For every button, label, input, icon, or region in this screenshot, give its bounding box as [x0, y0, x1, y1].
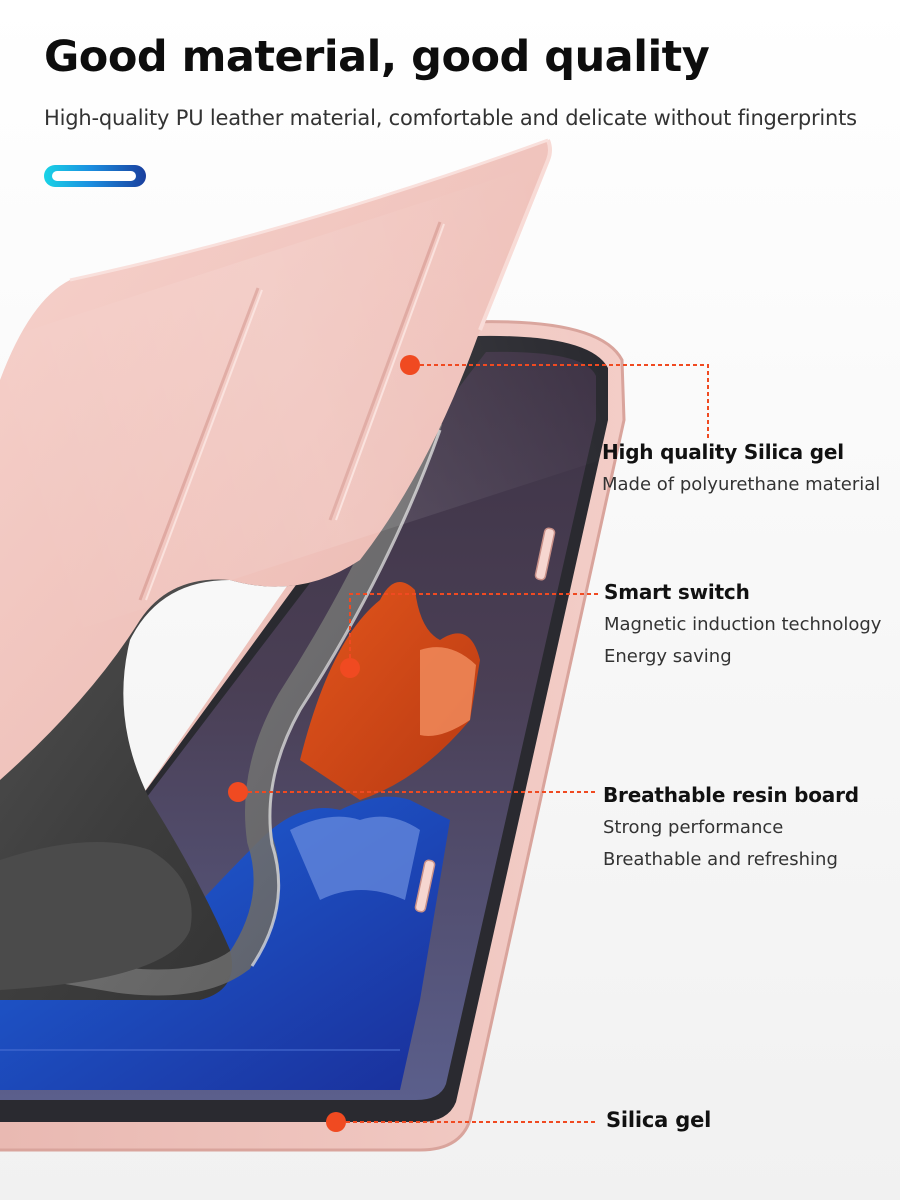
- feature-title: High quality Silica gel: [602, 440, 844, 464]
- callout-switch: [340, 593, 600, 678]
- callout-silica: [400, 355, 709, 440]
- page-subtitle: High-quality PU leather material, comfor…: [44, 106, 857, 130]
- feature-title: Breathable resin board: [603, 783, 859, 807]
- feature-smart-switch: Smart switch Magnetic induction technolo…: [604, 580, 881, 667]
- feature-silica-gel: High quality Silica gel Made of polyuret…: [602, 440, 880, 495]
- feature-description: Strong performance: [603, 817, 784, 838]
- feature-resin-board: Breathable resin board Strong performanc…: [603, 783, 859, 870]
- callout-resin: [228, 782, 598, 802]
- wallpaper-orange: [300, 582, 480, 800]
- feature-description: Magnetic induction technology: [604, 614, 882, 635]
- accent-bar: [44, 165, 146, 187]
- feature-title: Smart switch: [604, 580, 750, 604]
- page-title: Good material, good quality: [44, 32, 710, 82]
- feature-description: Breathable and refreshing: [603, 849, 838, 870]
- callout-gel: [326, 1112, 598, 1132]
- feature-silica-gel-edge: Silica gel: [606, 1108, 711, 1132]
- feature-description: Energy saving: [604, 646, 732, 667]
- feature-title: Silica gel: [606, 1108, 712, 1132]
- feature-description: Made of polyurethane material: [602, 474, 881, 495]
